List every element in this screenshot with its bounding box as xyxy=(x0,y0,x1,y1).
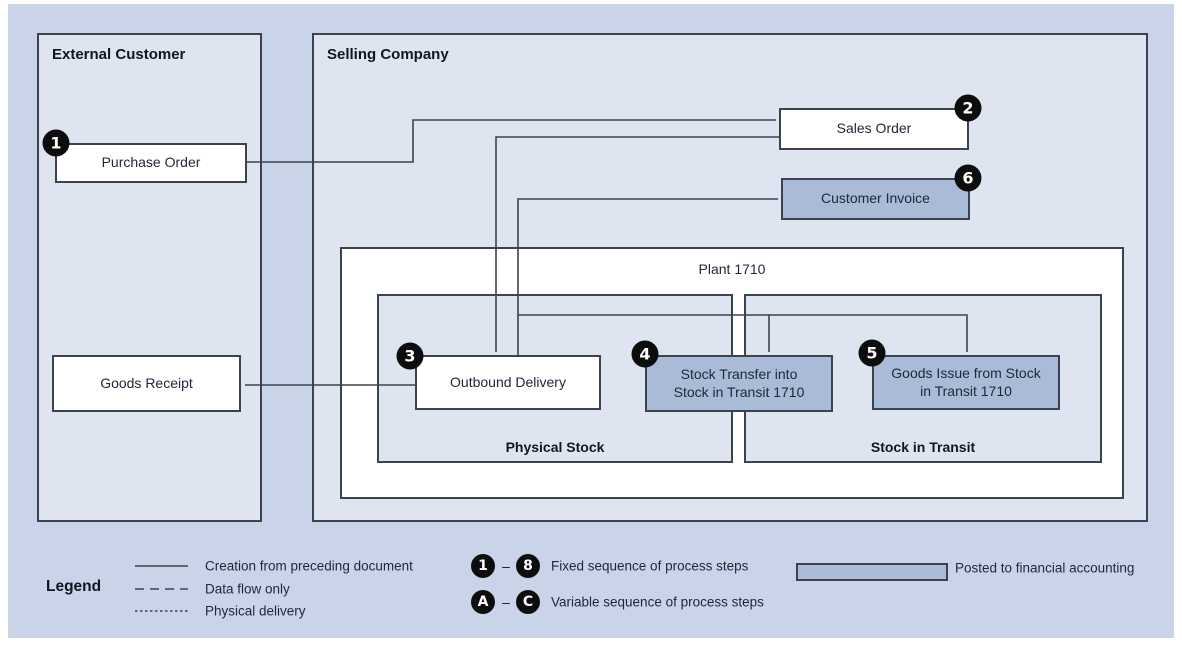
stock-transfer-label: Stock Transfer into Stock in Transit 171… xyxy=(673,366,805,400)
legend-dash-numeric: – xyxy=(502,558,510,574)
step-badge-1: 1 xyxy=(42,129,70,157)
purchase-order-label: Purchase Order xyxy=(101,154,201,171)
legend-badge-C: C xyxy=(516,590,540,614)
legend-dash-alpha: – xyxy=(502,594,510,610)
outbound-delivery-label: Outbound Delivery xyxy=(450,373,566,390)
panel-title-selling-company: Selling Company xyxy=(327,46,449,63)
legend-dotted-label: Physical delivery xyxy=(205,603,306,619)
node-goods-issue: Goods Issue from Stock in Transit 1710 xyxy=(872,355,1060,410)
goods-receipt-label: Goods Receipt xyxy=(100,374,193,391)
node-customer-invoice: Customer Invoice xyxy=(781,178,970,220)
posted-swatch xyxy=(796,563,948,581)
step-badge-3: 3 xyxy=(396,342,424,370)
stock-in-transit-label: Stock in Transit xyxy=(870,439,976,455)
legend-title: Legend xyxy=(46,578,102,595)
panel-external-customer: External Customer xyxy=(37,33,262,522)
step-badge-5: 5 xyxy=(858,339,886,367)
legend-solid-label: Creation from preceding document xyxy=(205,558,413,574)
sales-order-label: Sales Order xyxy=(836,120,912,137)
step-badge-4: 4 xyxy=(631,340,659,368)
legend-fixed-sequence-label: Fixed sequence of process steps xyxy=(551,558,749,574)
diagram-canvas: External Customer Selling Company Plant … xyxy=(8,4,1174,638)
node-purchase-order: Purchase Order xyxy=(55,143,247,183)
goods-issue-label: Goods Issue from Stock in Transit 1710 xyxy=(891,365,1041,399)
customer-invoice-label: Customer Invoice xyxy=(821,190,930,207)
node-goods-receipt: Goods Receipt xyxy=(52,355,241,412)
legend-badge-1: 1 xyxy=(471,554,495,578)
legend-badge-A: A xyxy=(471,590,495,614)
node-stock-transfer: Stock Transfer into Stock in Transit 171… xyxy=(645,355,833,412)
node-sales-order: Sales Order xyxy=(779,108,969,150)
step-badge-6: 6 xyxy=(954,164,982,192)
plant-title: Plant 1710 xyxy=(698,261,766,277)
legend-posted-label: Posted to financial accounting xyxy=(955,560,1135,576)
panel-title-external-customer: External Customer xyxy=(52,46,186,63)
node-outbound-delivery: Outbound Delivery xyxy=(415,355,601,410)
legend-variable-sequence-label: Variable sequence of process steps xyxy=(551,594,764,610)
step-badge-2: 2 xyxy=(954,94,982,122)
legend-badge-8: 8 xyxy=(516,554,540,578)
legend-dashed-label: Data flow only xyxy=(205,581,290,597)
physical-stock-label: Physical Stock xyxy=(505,439,605,455)
